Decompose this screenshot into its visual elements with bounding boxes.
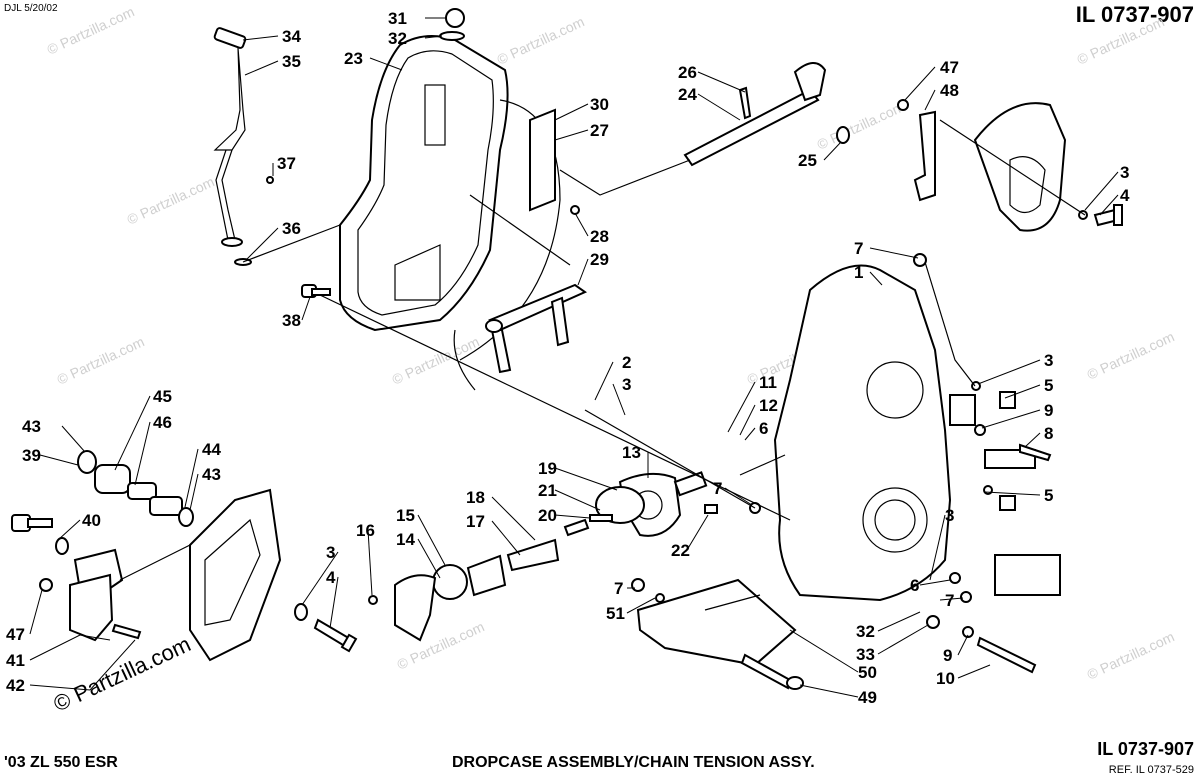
callout-4: 4	[326, 568, 336, 587]
watermark: © Partzilla.com	[1085, 628, 1177, 682]
callout-47: 47	[940, 58, 959, 77]
callout-26: 26	[678, 63, 697, 82]
callout-37: 37	[277, 154, 296, 173]
callout-47: 47	[6, 625, 25, 644]
tensioner-plate	[529, 108, 580, 215]
callout-7: 7	[854, 239, 863, 258]
callout-39: 39	[22, 446, 41, 465]
tensioner-bracket	[485, 283, 588, 374]
tensioner-cap	[368, 471, 718, 642]
callout-41: 41	[6, 651, 25, 670]
callout-22: 22	[671, 541, 690, 560]
watermark: © Partzilla.com	[815, 98, 907, 152]
callout-30: 30	[590, 95, 609, 114]
callout-6: 6	[759, 419, 768, 438]
callout-4: 4	[1120, 186, 1130, 205]
diagram-title: DROPCASE ASSEMBLY/CHAIN TENSION ASSY.	[452, 754, 815, 771]
callout-35: 35	[282, 52, 301, 71]
callout-6: 6	[910, 576, 919, 595]
callout-43: 43	[22, 417, 41, 436]
callout-48: 48	[940, 81, 959, 100]
callout-3: 3	[1120, 163, 1129, 182]
callout-14: 14	[396, 530, 415, 549]
left-tension-assembly	[11, 450, 282, 662]
watermark: © Partzilla.com	[125, 173, 217, 227]
watermark: © Partzilla.com	[495, 13, 587, 67]
right-housing-upper	[897, 99, 1123, 232]
illustration-id-top: IL 0737-907	[1075, 2, 1194, 27]
callout-15: 15	[396, 506, 415, 525]
tensioner-shaft	[683, 62, 850, 167]
bolt-38	[301, 284, 331, 298]
callout-16: 16	[356, 521, 375, 540]
illustration-id-bottom: IL 0737-907	[1097, 739, 1194, 759]
callout-24: 24	[678, 85, 697, 104]
callout-36: 36	[282, 219, 301, 238]
callout-45: 45	[153, 387, 172, 406]
callout-11: 11	[759, 373, 777, 392]
reference-id: REF. IL 0737-529	[1108, 764, 1194, 776]
callout-9: 9	[1044, 401, 1053, 420]
callout-3: 3	[1044, 351, 1053, 370]
callout-3: 3	[622, 375, 631, 394]
callout-25: 25	[798, 151, 817, 170]
callout-7: 7	[614, 579, 623, 598]
callout-49: 49	[858, 688, 877, 707]
callout-9: 9	[943, 646, 952, 665]
leader-lines	[29, 17, 1119, 698]
dropcase-housing	[749, 253, 1061, 674]
watermark: © Partzilla.com	[55, 333, 147, 387]
assembly-lines	[119, 119, 1086, 581]
callout-2: 2	[622, 353, 631, 372]
callout-50: 50	[858, 663, 877, 682]
callout-3: 3	[945, 506, 954, 525]
callout-labels: 34 35 37 36 31 32 23 30 27 28 29 26 24 2…	[6, 9, 1130, 707]
callout-3: 3	[326, 543, 335, 562]
callout-27: 27	[590, 121, 609, 140]
callout-21: 21	[538, 481, 557, 500]
callout-20: 20	[538, 506, 557, 525]
callout-10: 10	[936, 669, 955, 688]
callout-7: 7	[945, 591, 954, 610]
callout-43: 43	[202, 465, 221, 484]
callout-40: 40	[82, 511, 101, 530]
callout-28: 28	[590, 227, 609, 246]
callout-23: 23	[344, 49, 363, 68]
callout-32: 32	[856, 622, 875, 641]
skid-plate	[631, 578, 804, 690]
callout-31: 31	[388, 9, 407, 28]
chaincase-cover	[339, 8, 561, 391]
watermark-large: © Partzilla.com	[50, 631, 195, 716]
callout-46: 46	[153, 413, 172, 432]
callout-44: 44	[202, 440, 221, 459]
model-name: '03 ZL 550 ESR	[4, 754, 118, 771]
callout-5: 5	[1044, 376, 1053, 395]
callout-1: 1	[854, 263, 863, 282]
callout-51: 51	[606, 604, 625, 623]
callout-29: 29	[590, 250, 609, 269]
watermark: © Partzilla.com	[1085, 328, 1177, 382]
bolt-4-lower	[294, 603, 358, 653]
callout-32: 32	[388, 29, 407, 48]
watermark: © Partzilla.com	[45, 3, 137, 57]
callout-38: 38	[282, 311, 301, 330]
callout-8: 8	[1044, 424, 1053, 443]
callout-13: 13	[622, 443, 641, 462]
callout-42: 42	[6, 676, 25, 695]
dipstick-assembly	[213, 27, 274, 266]
callout-7: 7	[713, 479, 722, 498]
callout-33: 33	[856, 645, 875, 664]
callout-34: 34	[282, 27, 301, 46]
callout-17: 17	[466, 512, 485, 531]
watermark: © Partzilla.com	[390, 333, 482, 387]
callout-19: 19	[538, 459, 557, 478]
watermark: © Partzilla.com	[1075, 13, 1167, 67]
callout-18: 18	[466, 488, 485, 507]
callout-12: 12	[759, 396, 778, 415]
callout-5: 5	[1044, 486, 1053, 505]
drawing-code: DJL 5/20/02	[4, 3, 58, 14]
